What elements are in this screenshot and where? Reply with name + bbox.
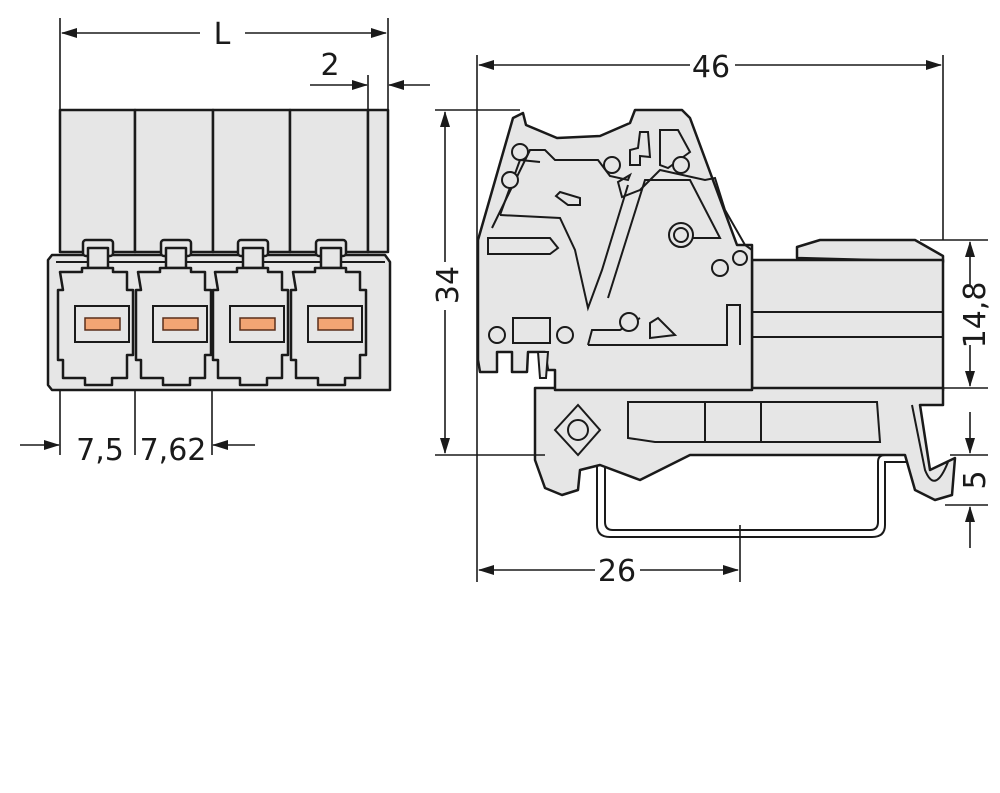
dim-length-label: L xyxy=(214,17,231,52)
contact xyxy=(239,317,276,331)
latch-tab xyxy=(319,246,343,270)
side-dimensions: 46 34 14,8 5 26 xyxy=(431,50,993,589)
latch-tab xyxy=(86,246,110,270)
module-box xyxy=(750,258,945,392)
dim-offset-label: 2 xyxy=(320,48,339,83)
dim-rail-position-label: 26 xyxy=(598,554,636,589)
poles xyxy=(56,238,368,387)
dim-width-label: 46 xyxy=(692,50,730,85)
base xyxy=(533,386,957,502)
dim-rail-offset-label: 5 xyxy=(958,470,993,489)
module-top xyxy=(795,238,945,264)
contact xyxy=(84,317,121,331)
dim-first-pitch-label: 7,5 xyxy=(76,433,124,468)
wire-entries xyxy=(58,108,390,254)
latch-tab xyxy=(164,246,188,270)
contact xyxy=(317,317,354,331)
dim-pitch-label: 7,62 xyxy=(140,433,207,468)
housing-details xyxy=(487,129,753,379)
side-view xyxy=(476,108,957,538)
dim-height-label: 34 xyxy=(431,266,466,304)
latch-tab xyxy=(241,246,265,270)
contact xyxy=(162,317,199,331)
front-view xyxy=(46,108,392,392)
front-dimensions: L 2 7,5 7,62 xyxy=(20,17,430,468)
dim-module-height-label: 14,8 xyxy=(958,282,993,349)
